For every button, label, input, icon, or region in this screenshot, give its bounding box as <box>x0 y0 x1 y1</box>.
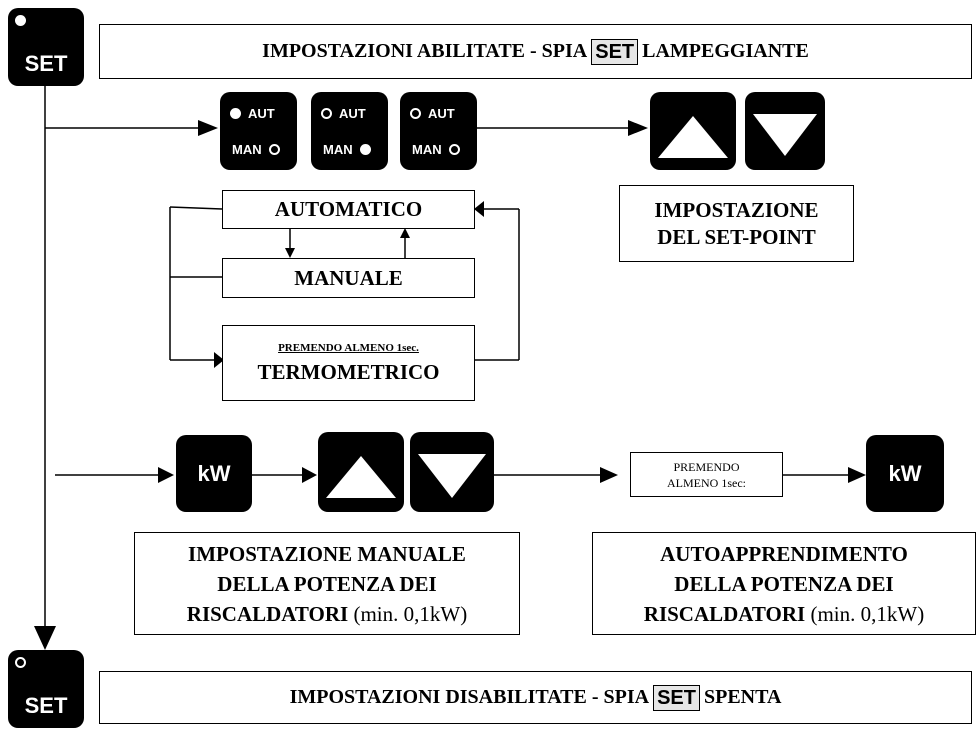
down-arrow-key[interactable] <box>745 92 825 170</box>
banner-suffix: SPENTA <box>704 686 782 708</box>
manuale-label: MANUALE <box>294 265 403 290</box>
manual-power-box: IMPOSTAZIONE MANUALE DELLA POTENZA DEI R… <box>134 532 520 635</box>
auto-power-line3: RISCALDATORI <box>643 601 806 626</box>
up-arrow-key[interactable] <box>650 92 736 170</box>
auto-power-min-note: (min. 0,1kW) <box>810 601 925 626</box>
mode-key-man-on[interactable]: AUT MAN <box>311 92 388 170</box>
set-key-label: SET <box>24 693 68 718</box>
banner-suffix: LAMPEGGIANTE <box>642 40 809 62</box>
setpoint-line1: IMPOSTAZIONE <box>654 197 819 222</box>
banner-prefix: IMPOSTAZIONI ABILITATE - SPIA <box>262 40 588 62</box>
banner-prefix: IMPOSTAZIONI DISABILITATE - SPIA <box>289 686 650 708</box>
aut-led-off-icon <box>410 108 421 119</box>
man-label: MAN <box>323 142 353 157</box>
mode-manuale: MANUALE <box>222 258 475 298</box>
triangle-down-icon <box>753 114 817 156</box>
up-arrow-key-power[interactable] <box>318 432 404 512</box>
setpoint-line2: DEL SET-POINT <box>657 224 816 249</box>
man-led-on-icon <box>359 144 371 155</box>
triangle-up-icon <box>326 456 396 498</box>
auto-power-box: AUTOAPPRENDIMENTO DELLA POTENZA DEI RISC… <box>592 532 976 635</box>
set-key-blinking[interactable]: SET <box>8 8 84 86</box>
auto-power-line2: DELLA POTENZA DEI <box>674 571 894 596</box>
settings-disabled-banner: IMPOSTAZIONI DISABILITATE - SPIA SET SPE… <box>99 671 972 724</box>
manual-power-line2: DELLA POTENZA DEI <box>217 571 437 596</box>
set-key-label: SET <box>24 51 68 76</box>
setpoint-box: IMPOSTAZIONE DEL SET-POINT <box>619 185 854 262</box>
aut-label: AUT <box>339 106 366 121</box>
termometrico-note: PREMENDO ALMENO 1sec. <box>278 341 419 354</box>
automatico-label: AUTOMATICO <box>274 197 423 221</box>
aut-label: AUT <box>248 106 275 121</box>
triangle-up-icon <box>658 116 728 158</box>
set-led-on-icon <box>15 15 26 26</box>
kw-key-label: kW <box>197 460 231 486</box>
mode-automatico: AUTOMATICO <box>222 190 475 229</box>
manual-power-line3: RISCALDATORI <box>186 601 349 626</box>
manual-power-line1: IMPOSTAZIONE MANUALE <box>188 541 466 566</box>
mode-key-termometrico[interactable]: AUT MAN <box>400 92 477 170</box>
banner-set-highlight: SET <box>591 38 639 65</box>
man-led-off-icon <box>448 144 460 155</box>
press-note-box: PREMENDO ALMENO 1sec: <box>630 452 783 497</box>
press-note-line1: PREMENDO <box>673 459 740 474</box>
termometrico-label: TERMOMETRICO <box>257 359 440 384</box>
aut-led-on-icon <box>230 108 241 119</box>
man-led-off-icon <box>268 144 280 155</box>
man-label: MAN <box>232 142 262 157</box>
aut-led-off-icon <box>321 108 332 119</box>
press-note-line2: ALMENO 1sec: <box>667 475 746 490</box>
mode-key-aut-on[interactable]: AUT MAN <box>220 92 297 170</box>
auto-power-line1: AUTOAPPRENDIMENTO <box>660 541 908 566</box>
set-led-off-icon <box>15 657 26 668</box>
mode-termometrico: PREMENDO ALMENO 1sec. TERMOMETRICO <box>222 325 475 401</box>
settings-enabled-banner: IMPOSTAZIONI ABILITATE - SPIA SET LAMPEG… <box>99 24 972 79</box>
kw-key[interactable]: kW <box>176 435 252 512</box>
down-arrow-key-power[interactable] <box>410 432 494 512</box>
manual-power-min-note: (min. 0,1kW) <box>353 601 468 626</box>
kw-key-label: kW <box>888 460 922 486</box>
aut-label: AUT <box>428 106 455 121</box>
kw-key-auto[interactable]: kW <box>866 435 944 512</box>
man-label: MAN <box>412 142 442 157</box>
triangle-down-icon <box>418 454 486 498</box>
banner-set-highlight: SET <box>653 684 700 711</box>
set-key-off[interactable]: SET <box>8 650 84 728</box>
